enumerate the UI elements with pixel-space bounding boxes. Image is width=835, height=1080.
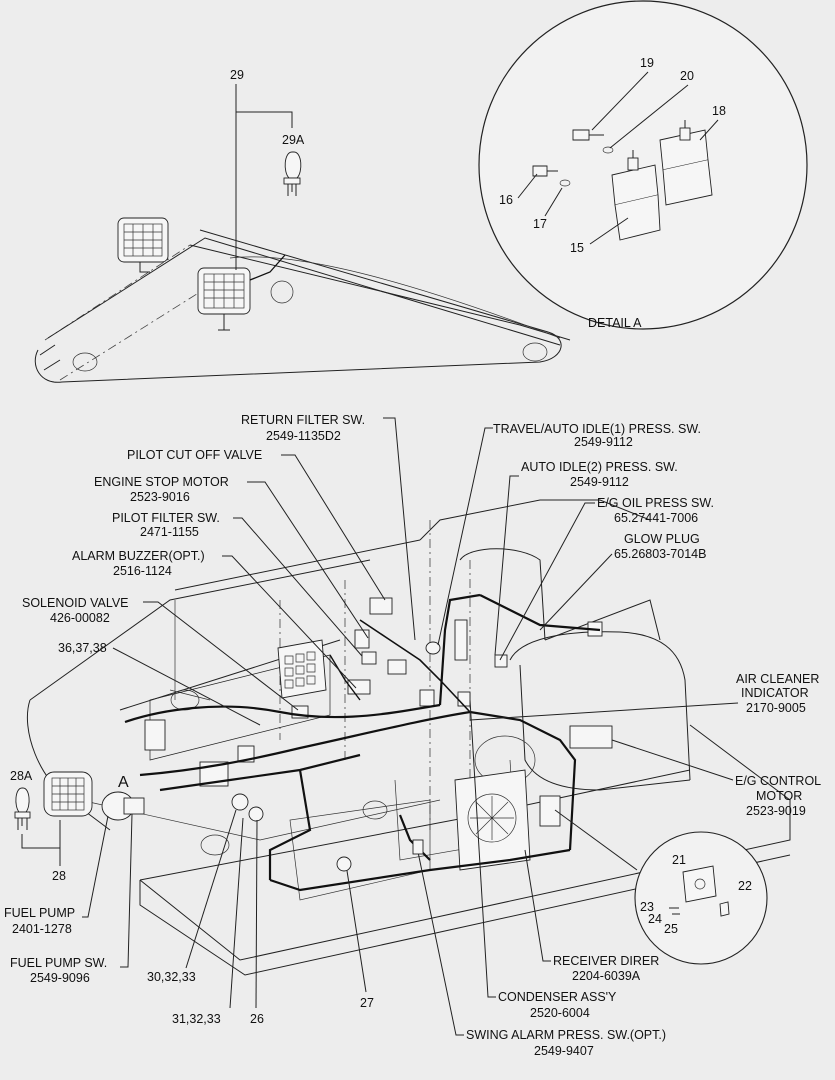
components-cluster xyxy=(144,597,613,827)
callout-23: 23 xyxy=(640,900,654,914)
code-eg-oil-press-sw: 65.27441-7006 xyxy=(614,511,698,525)
code-eg-control-motor: 2523-9019 xyxy=(746,804,806,818)
callout-26: 26 xyxy=(250,1012,264,1026)
code-glow-plug: 65.26803-7014B xyxy=(614,547,706,561)
code-engine-stop-motor: 2523-9016 xyxy=(130,490,190,504)
boom-assembly xyxy=(34,229,571,383)
code-travel-auto-idle-sw: 2549-9112 xyxy=(574,435,633,449)
label-pilot-cut-off-valve: PILOT CUT OFF VALVE xyxy=(127,448,262,462)
label-engine-stop-motor: ENGINE STOP MOTOR xyxy=(94,475,229,489)
callout-24: 24 xyxy=(648,912,662,926)
label-fuel-pump-sw: FUEL PUMP SW. xyxy=(10,956,107,970)
detail-a-circle xyxy=(478,0,808,330)
label-receiver-direr: RECEIVER DIRER xyxy=(553,954,659,968)
label-pilot-filter-sw: PILOT FILTER SW. xyxy=(112,511,220,525)
wiring-harness xyxy=(124,593,601,892)
boom-work-light-left xyxy=(117,217,169,273)
label-condenser-assy: CONDENSER ASS'Y xyxy=(498,990,617,1004)
callout-31-32-33: 31,32,33 xyxy=(172,1012,221,1026)
code-receiver-direr: 2204-6039A xyxy=(572,969,641,983)
callout-30-32-33: 30,32,33 xyxy=(147,970,196,984)
callout-20: 20 xyxy=(680,69,694,83)
detail-circle-small xyxy=(634,831,768,965)
callout-22: 22 xyxy=(738,879,752,893)
code-pilot-filter-sw: 2471-1155 xyxy=(140,525,199,539)
label-return-filter-sw: RETURN FILTER SW. xyxy=(241,413,365,427)
bulb-29a-icon xyxy=(283,151,302,196)
callout-28a: 28A xyxy=(10,769,33,783)
label-fuel-pump: FUEL PUMP xyxy=(4,906,75,920)
callout-a: A xyxy=(118,774,129,791)
label-auto-idle2-sw: AUTO IDLE(2) PRESS. SW. xyxy=(521,460,678,474)
code-alarm-buzzer: 2516-1124 xyxy=(113,564,172,578)
bulb-28a-icon xyxy=(14,787,31,830)
detail-a-label: DETAIL A xyxy=(588,316,642,330)
callout-25: 25 xyxy=(664,922,678,936)
callout-29: 29 xyxy=(230,68,244,82)
code-condenser-assy: 2520-6004 xyxy=(530,1006,590,1020)
callout-36-37-38: 36,37,38 xyxy=(58,641,107,655)
fuel-pump-switch xyxy=(231,793,264,822)
front-work-light xyxy=(43,771,93,817)
code-auto-idle2-sw: 2549-9112 xyxy=(570,475,629,489)
callout-19: 19 xyxy=(640,56,654,70)
callout-18: 18 xyxy=(712,104,726,118)
code-air-cleaner-indicator: 2170-9005 xyxy=(746,701,806,715)
label-solenoid-valve: SOLENOID VALVE xyxy=(22,596,129,610)
callout-28: 28 xyxy=(52,869,66,883)
callout-17: 17 xyxy=(533,217,547,231)
fuel-pump xyxy=(101,791,145,821)
label-swing-alarm-sw: SWING ALARM PRESS. SW.(OPT.) xyxy=(466,1028,666,1042)
label-eg-control-motor-2: MOTOR xyxy=(756,789,802,803)
callout-15: 15 xyxy=(570,241,584,255)
label-air-cleaner-indicator-2: INDICATOR xyxy=(741,686,809,700)
code-swing-alarm-sw: 2549-9407 xyxy=(534,1044,594,1058)
fuse-relay-box xyxy=(277,639,327,719)
code-return-filter-sw: 2549-1135D2 xyxy=(266,429,341,443)
label-glow-plug: GLOW PLUG xyxy=(624,532,700,546)
label-travel-auto-idle-sw: TRAVEL/AUTO IDLE(1) PRESS. SW. xyxy=(493,422,701,436)
code-solenoid-valve: 426-00082 xyxy=(50,611,110,625)
callout-27: 27 xyxy=(360,996,374,1010)
boom-work-light-right xyxy=(197,254,286,331)
label-eg-oil-press-sw: E/G OIL PRESS SW. xyxy=(597,496,714,510)
condenser xyxy=(454,769,531,871)
callout-21: 21 xyxy=(672,853,686,867)
callout-16: 16 xyxy=(499,193,513,207)
callout-29a: 29A xyxy=(282,133,305,147)
label-air-cleaner-indicator: AIR CLEANER xyxy=(736,672,819,686)
code-fuel-pump-sw: 2549-9096 xyxy=(30,971,90,985)
label-eg-control-motor: E/G CONTROL xyxy=(735,774,821,788)
label-alarm-buzzer: ALARM BUZZER(OPT.) xyxy=(72,549,205,563)
code-fuel-pump: 2401-1278 xyxy=(12,922,72,936)
